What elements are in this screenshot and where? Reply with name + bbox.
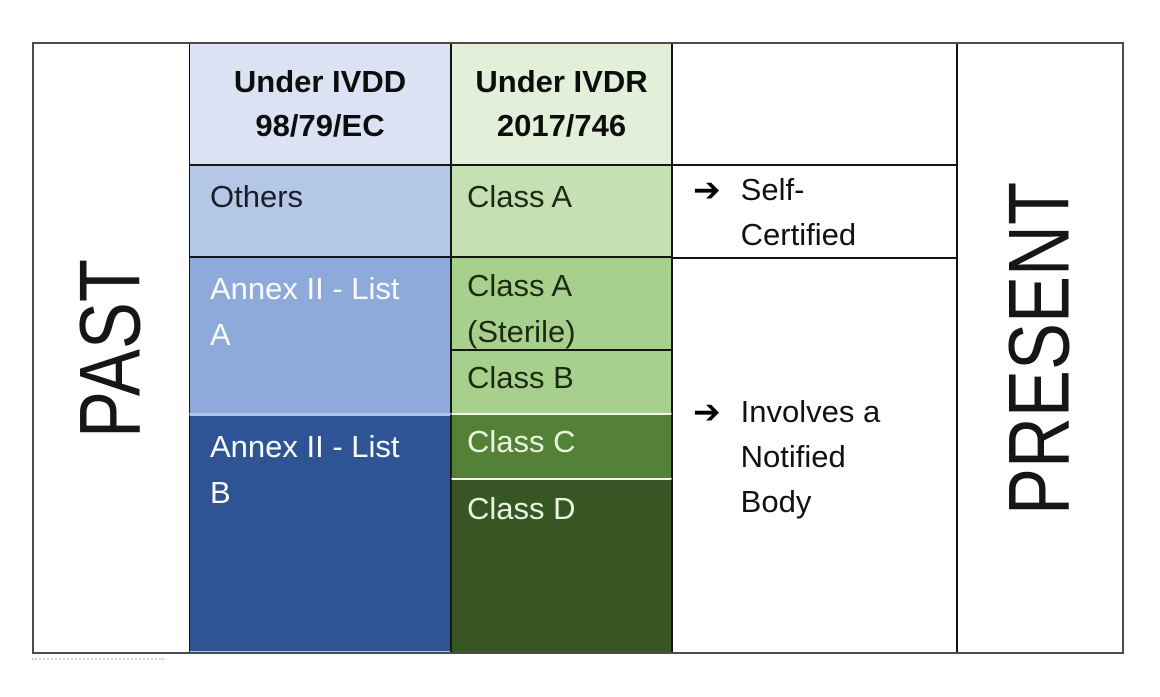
cell-class-a-sterile: Class A (Sterile)	[451, 257, 672, 350]
cell-class-a-sterile-line1: Class A	[467, 268, 573, 303]
ivdd-header-line1: Under IVDD	[233, 63, 407, 99]
self-certified-line2: Certified	[740, 216, 857, 252]
cell-class-b: Class B	[451, 350, 672, 413]
self-certified-line1: Self-	[740, 171, 805, 207]
ivdr-header-line1: Under IVDR	[475, 63, 648, 99]
past-label: PAST	[62, 258, 159, 438]
cell-annex-list-b: Annex II - List B	[189, 413, 451, 654]
cell-annex-a-line2: A	[210, 317, 231, 352]
cell-annex-b-line2: B	[210, 475, 231, 510]
notified-body-text: Involves a Notified Body	[741, 389, 881, 524]
cell-class-d-label: Class D	[467, 491, 576, 526]
cell-class-a: Class A	[451, 165, 672, 257]
cell-class-c: Class C	[451, 413, 672, 478]
right-arrow-icon: ➔	[693, 392, 721, 430]
cell-others: Others	[189, 165, 451, 257]
notified-body-line2: Notified	[740, 438, 846, 474]
cell-class-a-sterile-line2: (Sterile)	[467, 314, 576, 349]
cell-annex-list-a: Annex II - List A	[189, 257, 451, 413]
cell-class-a-label: Class A	[467, 179, 573, 214]
cell-class-d: Class D	[451, 478, 672, 654]
ivdd-header-cell: Under IVDD 98/79/EC	[189, 42, 451, 165]
cell-annex-b-line1: Annex II - List	[210, 429, 400, 464]
right-arrow-icon: ➔	[693, 170, 721, 208]
ivdr-header-line2: 2017/746	[496, 107, 627, 143]
ivdr-header-cell: Under IVDR 2017/746	[451, 42, 672, 165]
self-certified-text: Self- Certified	[741, 167, 856, 257]
notified-body-line3: Body	[740, 483, 812, 519]
present-label: PRESENT	[992, 181, 1089, 515]
cell-others-label: Others	[210, 179, 304, 214]
past-label-area: PAST	[34, 44, 188, 652]
cell-class-b-label: Class B	[467, 360, 574, 395]
notified-body-note: ➔ Involves a Notified Body	[672, 258, 957, 654]
dotted-artifact-line	[32, 658, 164, 660]
present-label-area: PRESENT	[957, 42, 1124, 654]
self-certified-note: ➔ Self- Certified	[672, 165, 957, 258]
cell-annex-a-line1: Annex II - List	[210, 271, 400, 306]
ivdd-header-line2: 98/79/EC	[255, 107, 385, 143]
empty-route-cell	[672, 42, 957, 165]
notified-body-line1: Involves a	[740, 393, 881, 429]
cell-class-c-label: Class C	[467, 424, 576, 459]
